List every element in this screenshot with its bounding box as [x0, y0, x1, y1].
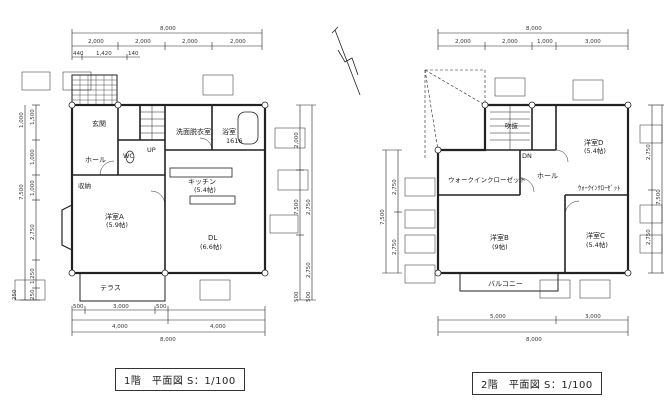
- f1-dim-bottom-2: 3,000: [113, 304, 129, 310]
- f1-dim-bottom-5: 4,000: [210, 324, 226, 330]
- f1-dim-top-3: 2,000: [182, 39, 198, 45]
- north-arrow-icon: [331, 26, 361, 96]
- f2-western-d-size: (5.4帖): [584, 146, 606, 155]
- f2-dim-right-2: 2,750: [646, 229, 652, 245]
- f1-dim-right-1: 2,000: [294, 132, 300, 148]
- f1-bath-size: 1616: [226, 137, 243, 145]
- f2-dim-left-1: 2,750: [392, 179, 398, 195]
- f1-dim-right-4: 500: [306, 291, 312, 302]
- f1-dim-left-7: 250: [12, 289, 18, 300]
- f2-dim-total-top: 8,000: [526, 26, 542, 32]
- f1-room-dl: DL: [208, 234, 217, 242]
- f1-dim-left-3: 1,000: [30, 149, 36, 165]
- f2-room-balcony: バルコニー: [488, 280, 523, 288]
- f2-dim-bottom-total: 8,000: [526, 337, 542, 343]
- f2-room-western-b: 洋室B: [490, 233, 509, 242]
- f1-dim-top-2: 2,000: [135, 39, 151, 45]
- f1-dim-bottom-3: 500: [156, 304, 167, 310]
- f1-dim-top-5: 440: [73, 51, 84, 57]
- f1-dim-left-2: 1,500: [30, 109, 36, 125]
- floor2-title: 2階 平面図 S：1/100: [472, 372, 602, 395]
- f1-room-washroom: 洗面脱衣室: [176, 127, 211, 136]
- f1-dim-top-6: 1,420: [96, 51, 112, 57]
- f1-dim-top-7: 140: [128, 51, 139, 57]
- f2-room-western-c: 洋室C: [586, 231, 605, 240]
- f2-western-c-size: (5.4帖): [586, 240, 608, 249]
- f2-dim-right-1: 2,750: [646, 144, 652, 160]
- f1-dim-top-1: 2,000: [88, 39, 104, 45]
- f1-room-terrace: テラス: [100, 284, 121, 292]
- floor1-room-labels: 玄関 ホール 洗面脱衣室 浴室 1616 キッチン (5.4帖) 洋室A (5.…: [78, 119, 243, 292]
- f2-void: 吹抜: [505, 121, 519, 130]
- f1-dim-right-2: 2,750: [306, 199, 312, 215]
- f1-dl-size: (6.6帖): [200, 242, 222, 251]
- f2-dim-bottom-1: 5,000: [490, 314, 506, 320]
- f2-dim-top-1: 2,000: [455, 39, 471, 45]
- f1-dim-top-4: 2,000: [230, 39, 246, 45]
- floor2-room-labels: 洋室D (5.4帖) ウォークインクローゼット ホール 洋室B (9帖) 洋室C…: [448, 121, 620, 288]
- f2-western-b-size: (9帖): [492, 242, 508, 251]
- f2-room-western-d: 洋室D: [584, 138, 603, 147]
- f1-dim-bottom-1: 500: [73, 304, 84, 310]
- f1-dim-bottom-total: 8,000: [160, 337, 176, 343]
- f1-dim-right-total: 7,500: [294, 199, 300, 215]
- f1-dim-total-top: 8,000: [160, 26, 176, 32]
- f1-dim-right-5: 500: [294, 291, 300, 302]
- f2-dim-top-3: 1,000: [537, 39, 553, 45]
- f1-dim-left-5: 2,750: [30, 224, 36, 240]
- f1-dim-left-1: 1,000: [19, 112, 25, 128]
- floor1-title: 1階 平面図 S：1/100: [115, 368, 245, 391]
- floor1-dimensions: 8,000 2,000 2,000 2,000 2,000 440 1,420 …: [12, 26, 312, 343]
- f1-dim-right-3: 2,750: [306, 262, 312, 278]
- f1-kitchen-size: (5.4帖): [194, 185, 216, 194]
- f1-room-storage: 収納: [78, 181, 91, 190]
- f2-dim-bottom-2: 3,000: [585, 314, 601, 320]
- f1-room-bath: 浴室: [222, 127, 236, 136]
- f2-dim-top-2: 2,000: [502, 39, 518, 45]
- f1-dim-left-6: 1,250: [30, 268, 36, 284]
- f1-room-entrance: 玄関: [92, 119, 106, 128]
- f2-room-hall: ホール: [537, 172, 558, 180]
- floor2-plan: [382, 29, 664, 336]
- f1-dim-left-total: 7,500: [19, 184, 25, 200]
- f1-dim-left-8: 250: [30, 289, 36, 300]
- f2-dim-left-2: 2,750: [392, 239, 398, 255]
- f2-dim-top-4: 3,000: [585, 39, 601, 45]
- f2-closet: ｳｫｰｸｲﾝｸﾛｰｾﾞｯﾄ: [578, 184, 620, 192]
- f1-dim-left-4: 1,000: [30, 180, 36, 196]
- floor1-plan: [14, 29, 316, 336]
- f1-room-western-a: 洋室A: [105, 212, 124, 221]
- f2-dim-left-total: 7,500: [380, 209, 386, 225]
- f1-room-kitchen: キッチン: [188, 178, 216, 186]
- f1-stair-up: UP: [147, 146, 156, 154]
- floor2-dimensions: 8,000 2,000 2,000 1,000 3,000 5,000 3,00…: [380, 26, 662, 343]
- f1-room-wc: WC: [123, 152, 134, 160]
- f1-room-hall: ホール: [85, 156, 106, 164]
- f2-room-walkin: ウォークインクローゼット: [448, 175, 526, 184]
- f2-stair-dn: DN: [522, 152, 532, 160]
- f1-dim-bottom-4: 4,000: [112, 324, 128, 330]
- f2-dim-right-total: 7,500: [656, 189, 662, 205]
- f1-western-a-size: (5.9帖): [106, 220, 128, 229]
